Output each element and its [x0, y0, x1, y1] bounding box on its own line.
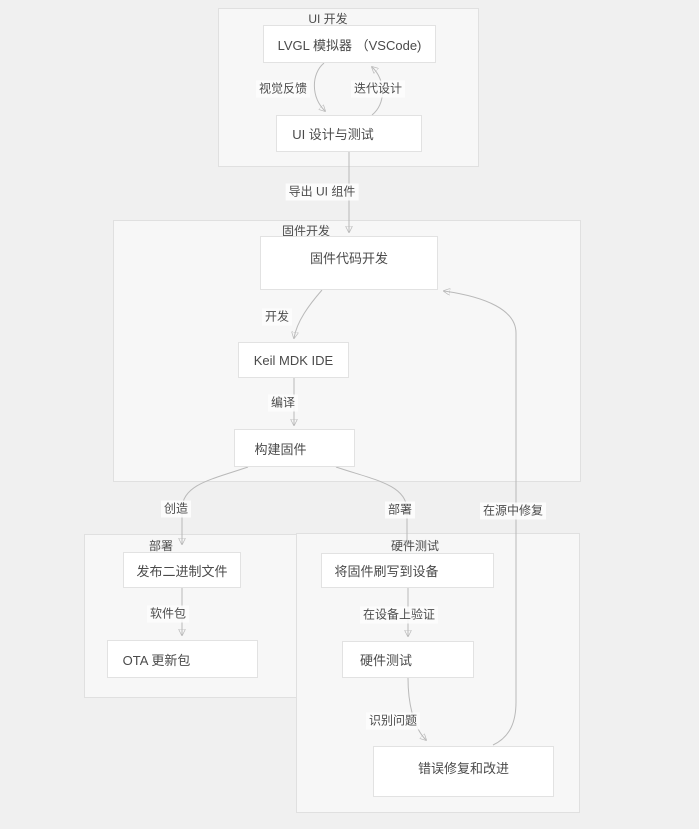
node-lvgl-simulator: LVGL 模拟器 （VSCode) [263, 25, 436, 63]
node-label-hardware-test: 硬件测试 [359, 653, 412, 668]
node-keil-mdk-ide: Keil MDK IDE [238, 342, 349, 378]
node-label-fw-code-dev: 固件代码开发 [309, 251, 388, 266]
edge-label-verify-on-device: 在设备上验证 [359, 606, 439, 624]
subgraph-title-deploy: 部署 [148, 539, 174, 553]
node-flash-firmware-to-device: 将固件刷写到设备 [321, 553, 494, 588]
node-label-lvgl-simulator: LVGL 模拟器 （VSCode) [277, 37, 422, 53]
node-bugfix-improvement: 错误修复和改进 [373, 746, 554, 797]
node-build-firmware: 构建固件 [234, 429, 355, 467]
edge-label-visual-feedback: 视觉反馈 [255, 80, 311, 98]
node-release-binary: 发布二进制文件 [123, 552, 241, 588]
subgraph-title-hw-testing: 硬件测试 [390, 539, 440, 553]
node-label-flash-firmware-to-device: 将固件刷写到设备 [334, 564, 439, 579]
node-fw-code-dev: 固件代码开发 [260, 236, 438, 290]
node-label-ota-update-package: OTA 更新包 [122, 652, 191, 668]
edge-label-deploy: 部署 [384, 501, 416, 519]
edge-label-software-package: 软件包 [146, 605, 190, 623]
edge-label-create: 创造 [160, 500, 192, 518]
edge-label-fix-in-source: 在源中修复 [479, 502, 547, 520]
node-label-bugfix-improvement: 错误修复和改进 [417, 761, 509, 776]
node-ui-design-test: UI 设计与测试 [276, 115, 422, 152]
edge-label-compile: 编译 [267, 394, 299, 412]
node-ota-update-package: OTA 更新包 [107, 640, 258, 678]
edge-label-export-ui: 导出 UI 组件 [285, 183, 359, 201]
node-label-ui-design-test: UI 设计与测试 [292, 127, 374, 142]
subgraph-title-ui-dev: UI 开发 [308, 12, 348, 26]
node-label-keil-mdk-ide: Keil MDK IDE [253, 352, 334, 368]
node-hardware-test: 硬件测试 [342, 641, 474, 678]
edge-label-identify-issues: 识别问题 [365, 712, 421, 730]
node-label-release-binary: 发布二进制文件 [136, 563, 228, 579]
node-label-build-firmware: 构建固件 [254, 441, 307, 457]
edge-label-develop: 开发 [261, 308, 293, 326]
edge-label-iterative-design: 迭代设计 [350, 80, 406, 98]
subgraph-title-fw-dev: 固件开发 [281, 224, 331, 238]
